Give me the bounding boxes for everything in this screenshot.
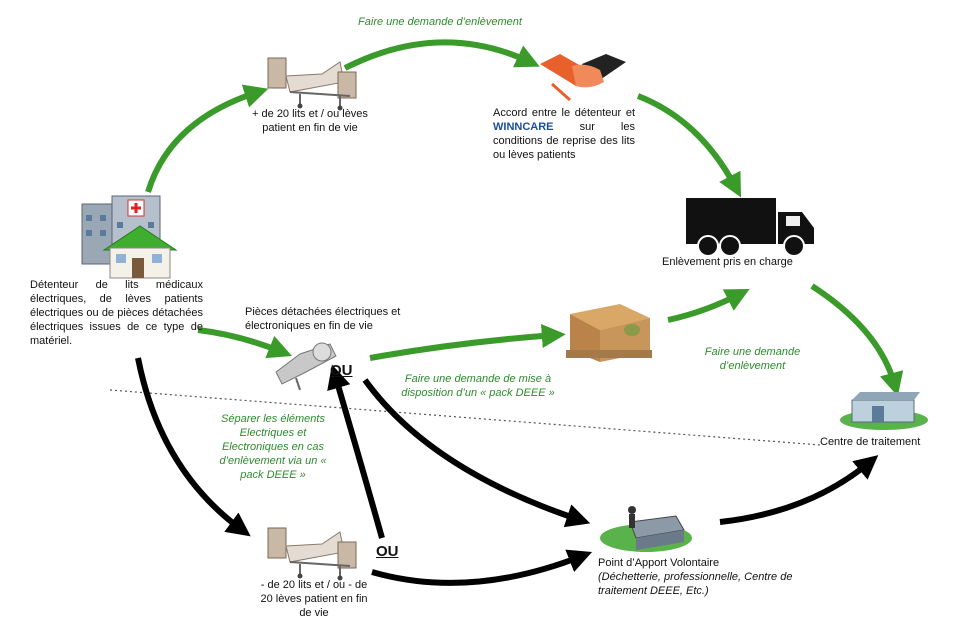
arrow-beds-to-handshake [343, 39, 540, 71]
arrow-hospital-to-beds [145, 84, 269, 193]
label-separer: Séparer les éléments Electriques et Elec… [219, 413, 327, 481]
arrow-pav-to-centre [719, 455, 879, 525]
label-detenteur: Détenteur de lits médicaux électriques, … [30, 279, 203, 347]
label-centre: Centre de traitement [820, 436, 921, 448]
electronic-parts-icon [275, 342, 337, 391]
cardboard-box-pallet-icon [566, 304, 652, 362]
medical-bed-icon-top [267, 57, 357, 111]
brand-winncare: WINNCARE [493, 121, 554, 133]
arrow-pieces-to-pack [369, 324, 566, 361]
arrow-beds-bottom-to-pav [371, 549, 593, 586]
accord-text-2: sur les conditions de reprise des lits o… [493, 121, 635, 161]
arrow-beds-bottom-to-pieces [327, 364, 385, 539]
pav-title: Point d’Apport Volontaire [598, 557, 720, 569]
medical-bed-icon-bottom [267, 527, 357, 581]
truck-icon [686, 198, 814, 257]
label-enlevement: Enlèvement pris en charge [662, 256, 793, 268]
treatment-center-icon [840, 392, 928, 430]
arrow-handshake-to-truck [636, 93, 742, 198]
handshake-icon [540, 54, 626, 102]
label-demande-right: Faire une demande d’enlèvement [704, 346, 801, 372]
label-ou-top: OU [330, 362, 353, 379]
accord-text-1: Accord entre le détenteur et [493, 107, 635, 119]
label-lits-minus20: - de 20 lits et / ou - de 20 lèves patie… [260, 579, 368, 619]
label-lits-plus20: + de 20 lits et / ou lèves patient en fi… [252, 108, 368, 134]
arrow-hospital-to-beds-bottom [135, 357, 251, 537]
label-ou-bottom: OU [376, 543, 399, 560]
arrow-pack-to-truck [667, 289, 750, 323]
arrow-pieces-to-pav [362, 378, 591, 528]
label-pav: Point d’Apport Volontaire (Déchetterie, … [598, 556, 828, 598]
pav-subtitle: (Déchetterie, professionnelle, Centre de… [598, 571, 793, 597]
arrow-truck-to-centre [810, 283, 904, 397]
label-pieces: Pièces détachées électriques et électron… [245, 306, 401, 332]
drop-off-point-icon [600, 506, 692, 552]
hospital-house-icon [81, 195, 178, 279]
separator-line [109, 389, 821, 446]
label-mise-dispo: Faire une demande de mise à disposition … [401, 373, 555, 399]
label-accord: Accord entre le détenteur et WINNCARE su… [493, 106, 635, 162]
label-demande-top: Faire une demande d’enlèvement [358, 16, 522, 28]
arrow-hospital-to-pieces [197, 327, 293, 359]
